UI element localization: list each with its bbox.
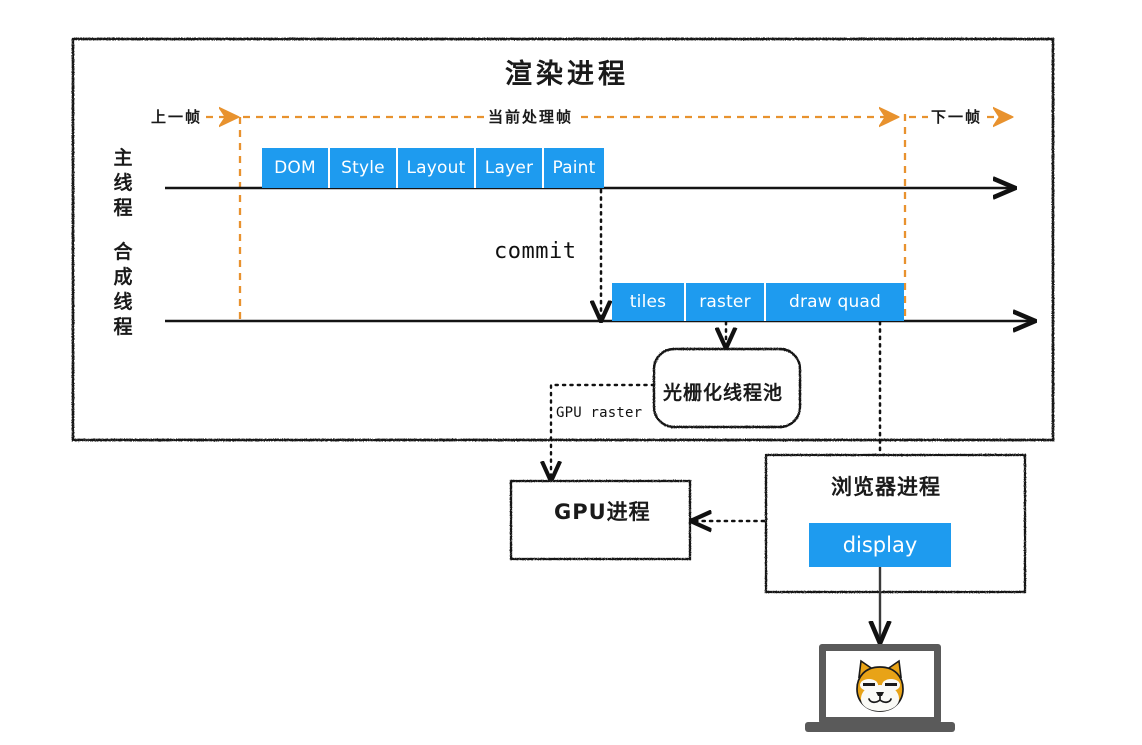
stage-block-raster[interactable]: raster [686,283,766,321]
main-thread-char-1: 线 [113,172,133,195]
commit-label: commit [494,239,577,264]
gpu-process-box [509,479,692,561]
main-thread-char-2: 程 [113,197,133,220]
display-block[interactable]: display [809,523,951,567]
laptop-screen [819,644,941,724]
main-thread-label: 主 线 程 [112,146,134,221]
device-laptop [805,644,955,736]
compositor-thread-char-3: 程 [113,316,133,339]
label-next-frame: 下一帧 [928,106,986,127]
stage-block-style[interactable]: Style [330,148,398,188]
stage-block-draw-quad[interactable]: draw quad [766,283,904,321]
stage-block-tiles[interactable]: tiles [612,283,686,321]
compositor-thread-label: 合 成 线 程 [112,240,134,340]
compositor-thread-char-0: 合 [113,241,133,263]
stage-block-layer[interactable]: Layer [476,148,544,188]
stage-block-paint[interactable]: Paint [544,148,604,188]
gpu-process-label: GPU进程 [554,500,651,524]
compositor-thread-char-2: 线 [113,291,133,314]
raster-thread-pool-box [652,347,802,429]
main-thread-char-0: 主 [113,147,133,169]
compositor-thread-char-1: 成 [113,266,133,289]
raster-thread-pool-label: 光栅化线程池 [663,382,784,404]
label-current-frame: 当前处理帧 [485,106,577,127]
stage-block-layout[interactable]: Layout [398,148,476,188]
stage-block-dom[interactable]: DOM [262,148,330,188]
doge-face-icon [856,659,904,712]
page-title: 渲染进程 [505,59,629,90]
renderer-process-box [71,37,1055,442]
label-previous-frame: 上一帧 [148,106,206,127]
browser-process-label: 浏览器进程 [831,475,941,499]
gpu-raster-label: GPU raster [556,405,643,421]
gpu-raster-path [551,383,656,478]
laptop-base [805,722,955,732]
